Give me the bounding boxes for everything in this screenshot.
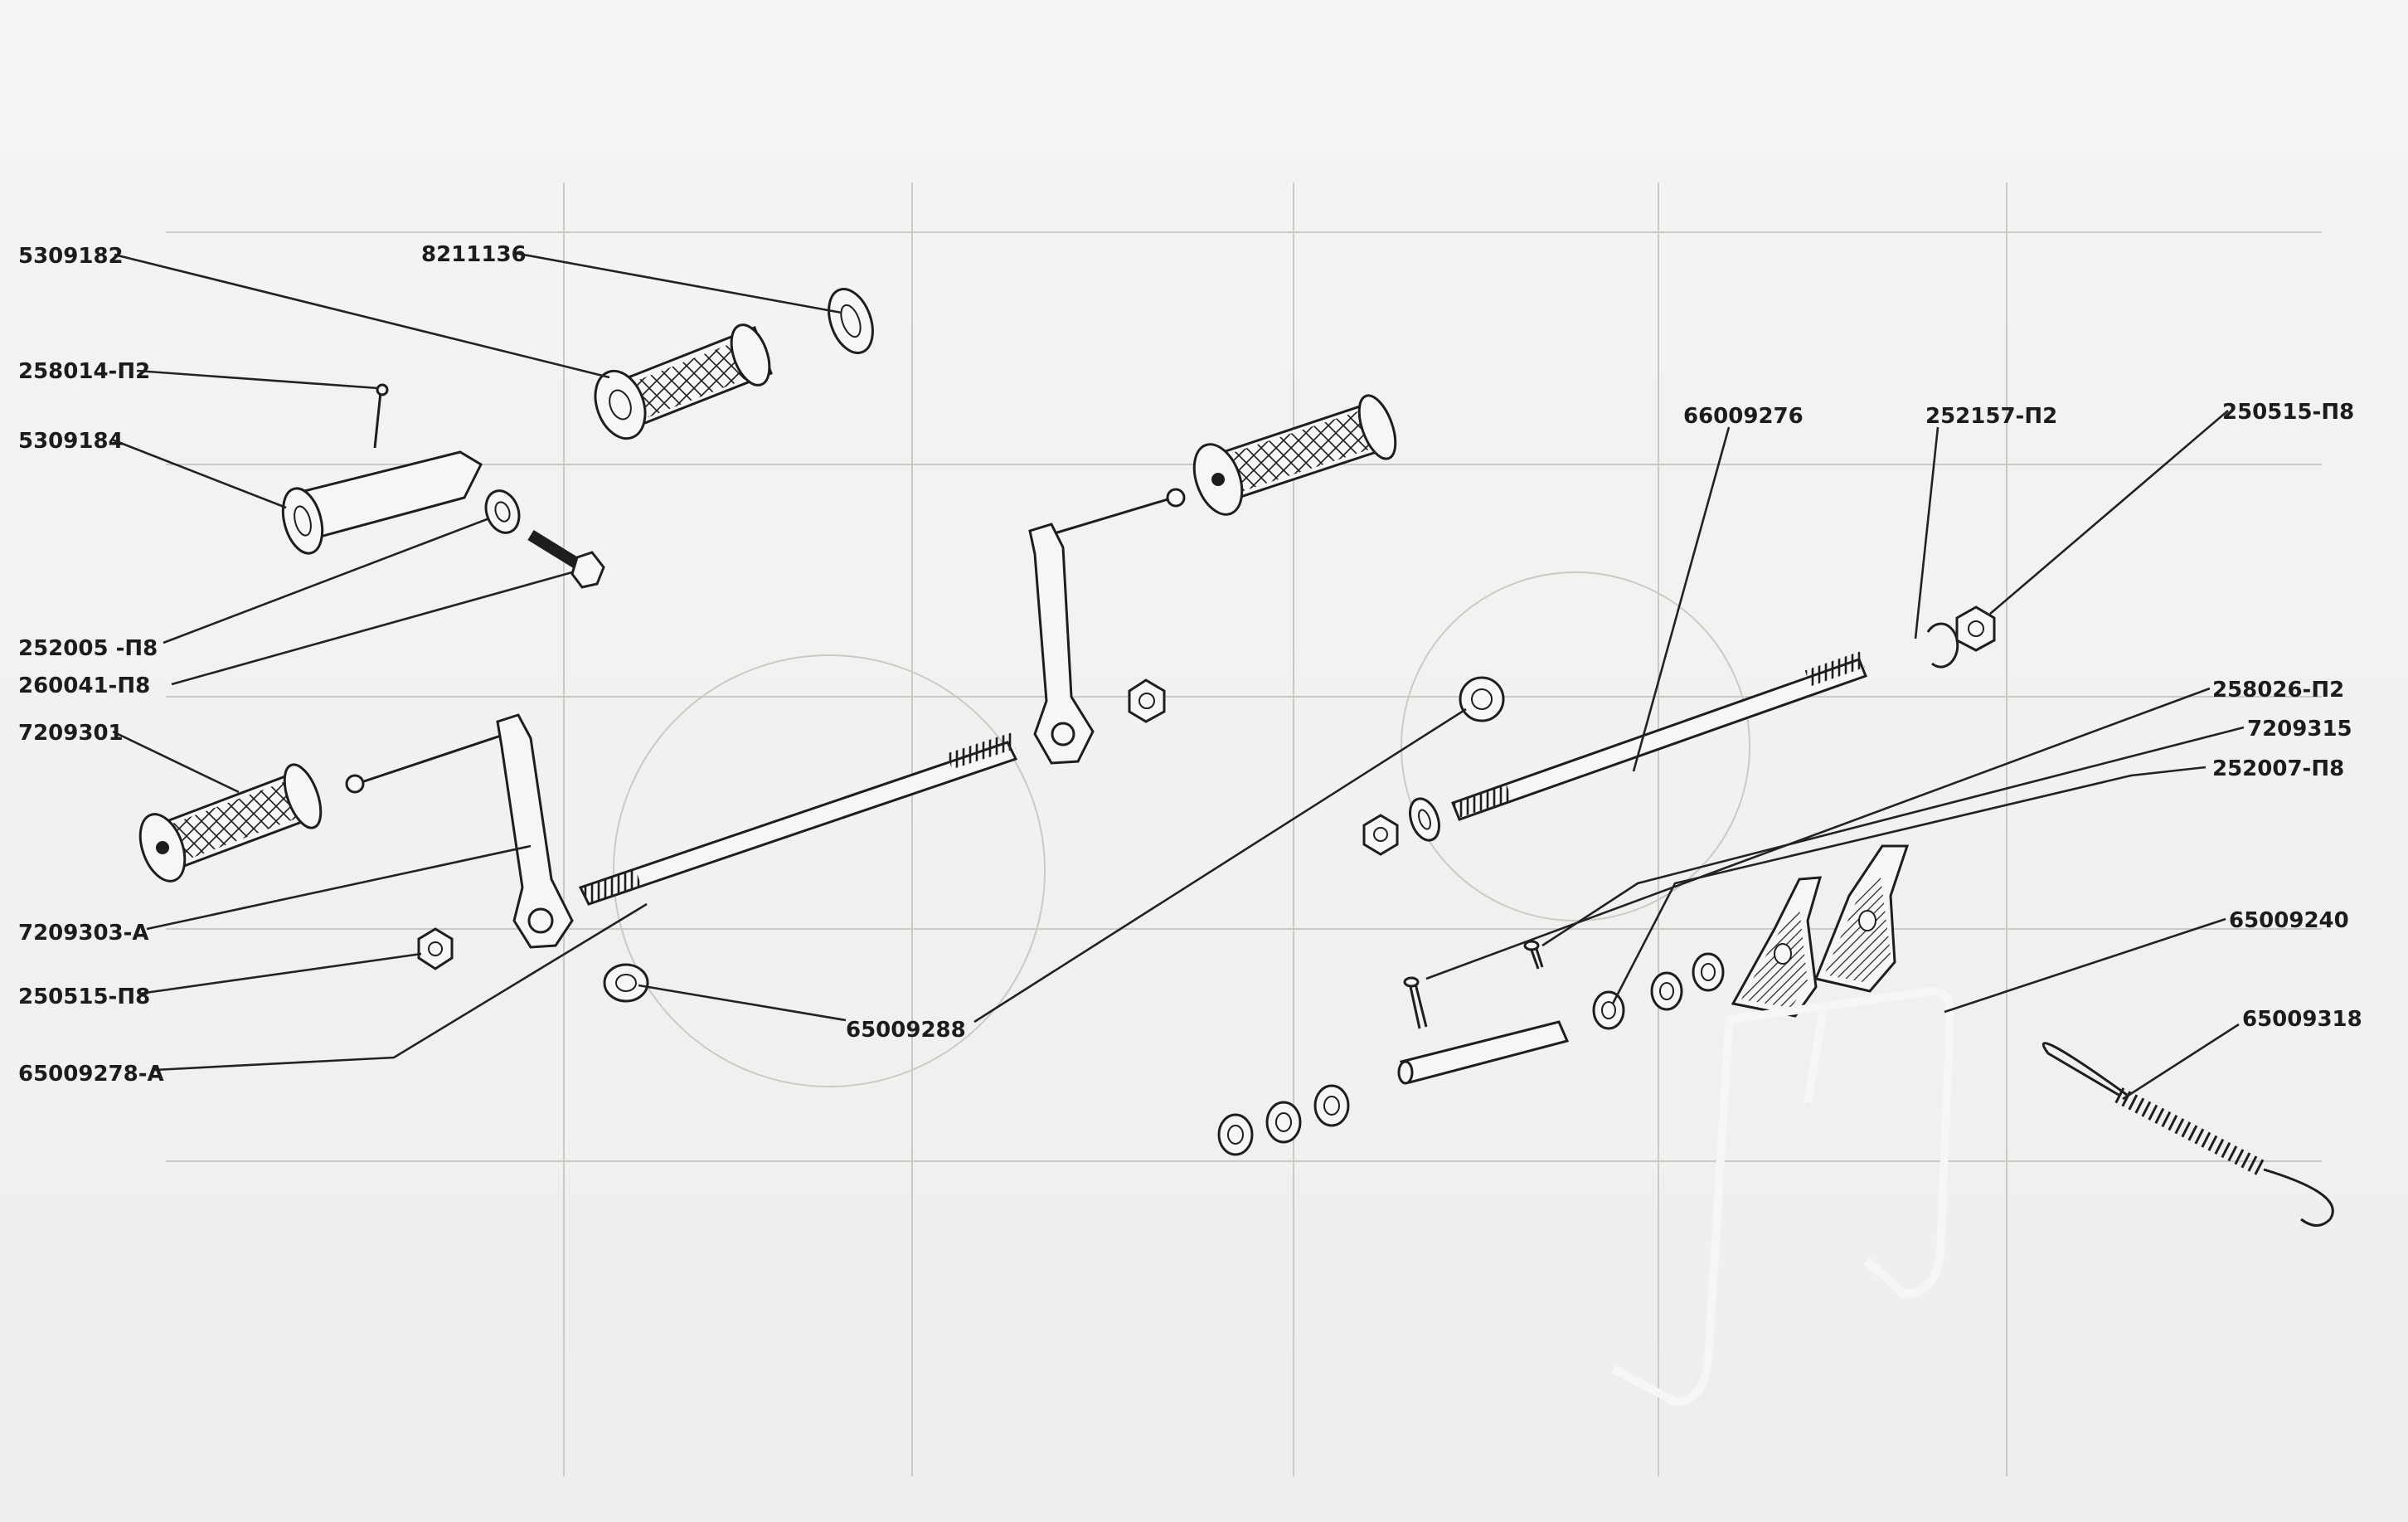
bolt-left[interactable] xyxy=(527,530,605,589)
washers-lower-left[interactable] xyxy=(1217,1084,1350,1156)
label-7209301: 7209301 xyxy=(18,721,124,746)
label-65009318: 65009318 xyxy=(2242,1007,2362,1032)
label-7209315: 7209315 xyxy=(2247,717,2352,742)
bleed-through-background xyxy=(166,182,2322,1476)
label-8211136: 8211136 xyxy=(421,242,527,267)
cotter-pin-top[interactable] xyxy=(373,383,389,449)
label-252005-P8: 252005 -П8 xyxy=(18,636,158,661)
rod-left[interactable] xyxy=(578,732,1018,906)
circlip[interactable] xyxy=(1926,622,1959,669)
nut-rod-end[interactable] xyxy=(1362,814,1399,856)
label-65009240: 65009240 xyxy=(2229,908,2349,933)
crank-lever-right[interactable] xyxy=(1028,488,1186,765)
label-7209303-A: 7209303-А xyxy=(18,921,149,946)
crank-lever-left[interactable] xyxy=(345,713,574,949)
label-5309182: 5309182 xyxy=(18,244,124,269)
footrest-bracket[interactable] xyxy=(276,450,483,557)
nut-top-right[interactable] xyxy=(1955,605,1996,652)
center-stand[interactable] xyxy=(1610,844,1955,1407)
rod-right[interactable] xyxy=(1451,651,1867,821)
label-250515-P8-right: 250515-П8 xyxy=(2222,400,2354,425)
nut-right-mid[interactable] xyxy=(1128,678,1166,723)
label-65009278-A: 65009278-А xyxy=(18,1062,164,1087)
label-250515-P8-left: 250515-П8 xyxy=(18,985,150,1009)
stand-spring[interactable] xyxy=(2041,1042,2334,1227)
nut-left-lower[interactable] xyxy=(417,927,454,970)
label-66009276: 66009276 xyxy=(1683,404,1804,429)
label-252007-P8: 252007-П8 xyxy=(2212,756,2344,781)
washers-stand[interactable] xyxy=(1592,952,1725,1030)
label-258026-P2: 258026-П2 xyxy=(2212,678,2344,703)
cotter-pin-right[interactable] xyxy=(1523,940,1544,970)
label-65009288: 65009288 xyxy=(846,1018,966,1043)
label-258014-P2: 258014-П2 xyxy=(18,359,150,384)
cotter-pin-left[interactable] xyxy=(1403,976,1428,1029)
footrest-rubber-top[interactable] xyxy=(586,319,776,445)
footrest-rubber-right[interactable] xyxy=(1186,391,1403,521)
washer-small-left[interactable] xyxy=(480,486,524,537)
stand-pin[interactable] xyxy=(1397,1020,1570,1085)
footrest-rubber-left[interactable] xyxy=(132,760,328,887)
label-252157-P2: 252157-П2 xyxy=(1925,404,2057,429)
label-5309184: 5309184 xyxy=(18,429,124,454)
part-number-labels: 5309182 8211136 258014-П2 5309184 252005… xyxy=(18,242,2362,1087)
leader-lines xyxy=(111,251,2245,1101)
washer-top[interactable] xyxy=(821,283,881,359)
nut-center[interactable] xyxy=(1459,676,1505,722)
label-260041-P8: 260041-П8 xyxy=(18,673,150,698)
bushing-left[interactable] xyxy=(603,963,649,1003)
washer-rod-end[interactable] xyxy=(1405,795,1444,844)
